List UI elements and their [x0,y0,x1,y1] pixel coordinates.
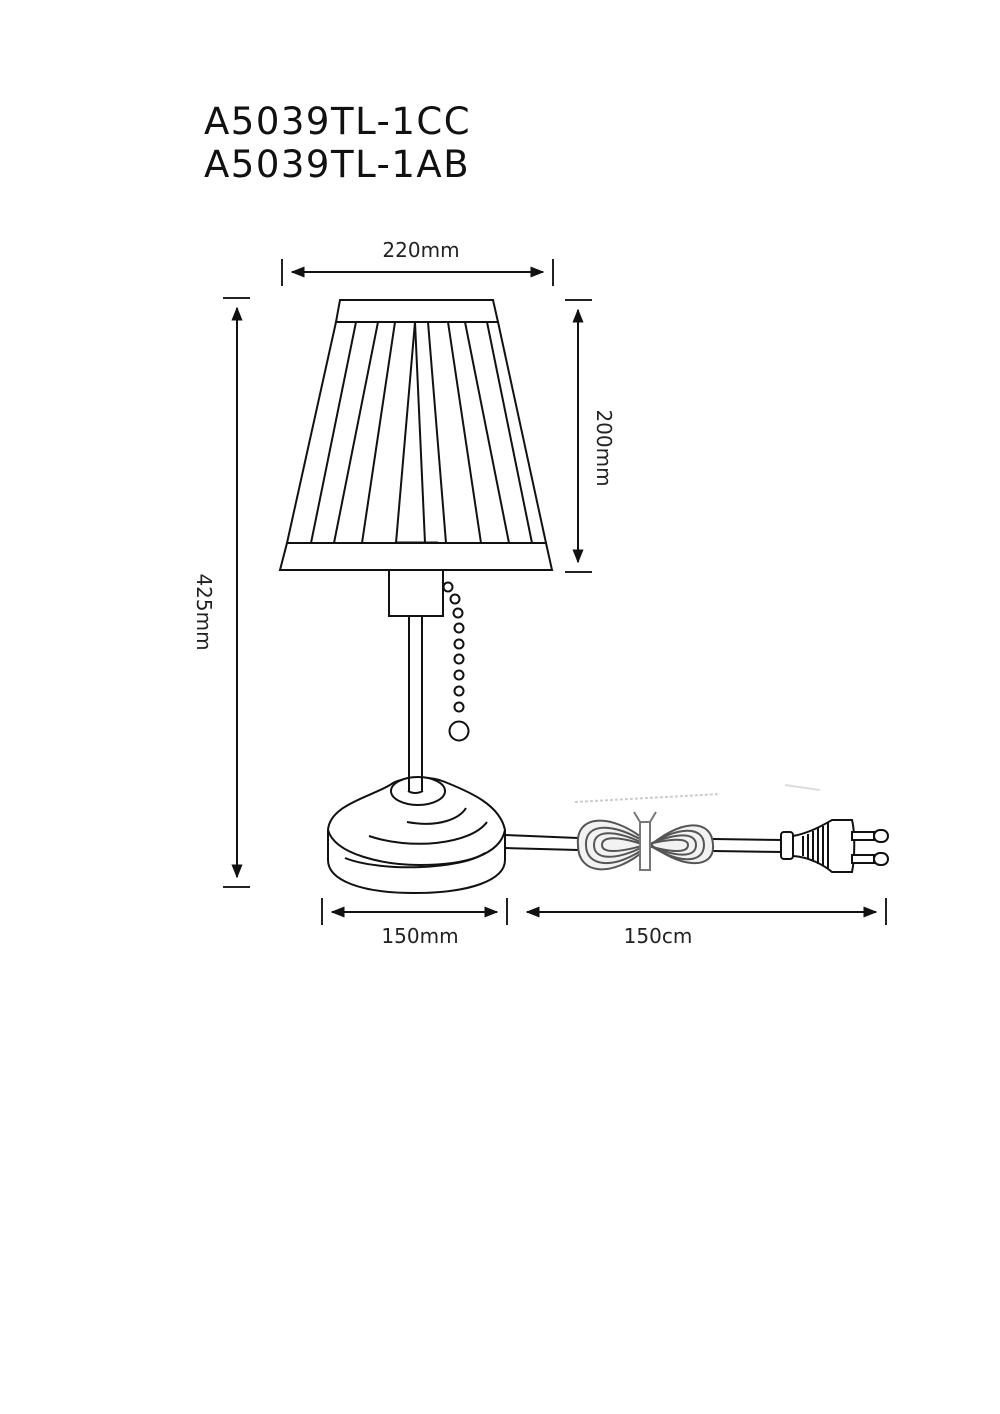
shade-width-dimension: 220mm [281,238,554,286]
shade-width-label: 220mm [382,238,459,262]
cord-length-dimension: 150cm [525,898,887,948]
cord-length-label: 150cm [624,924,693,948]
total-height-dimension: 425mm [192,297,250,888]
stem [408,616,423,793]
coiled-cord-icon [574,784,821,871]
plug-icon [780,819,889,873]
base [327,775,506,895]
model-code-cc: A5039TL-1CC [204,100,472,143]
power-cord [504,834,784,853]
shade-height-label: 200mm [592,409,616,486]
socket-housing [388,569,444,617]
shade-height-dimension: 200mm [565,299,616,573]
total-height-label: 425mm [192,573,216,650]
shade [278,299,554,571]
model-code-ab: A5039TL-1AB [204,143,471,186]
pull-chain [442,581,470,742]
base-diameter-label: 150mm [381,924,458,948]
base-diameter-dimension: 150mm [321,898,508,948]
model-codes: A5039TL-1CC A5039TL-1AB [204,100,471,186]
